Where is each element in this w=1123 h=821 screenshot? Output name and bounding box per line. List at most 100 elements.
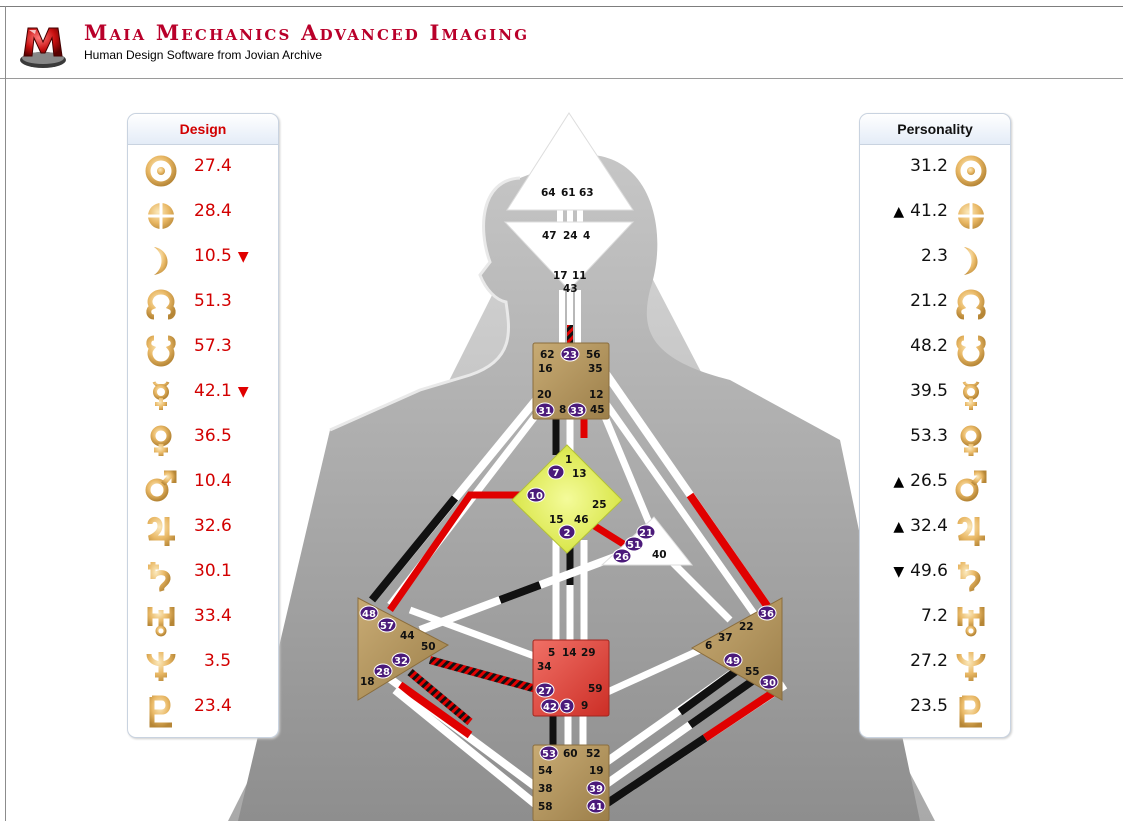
design-value: 36.5 [194,426,232,446]
saturn-icon [144,559,178,593]
active-gate-badge: 32 [391,652,411,668]
personality-row-mercury: 39.5 [860,374,1010,416]
gate-label: 6 [705,640,712,652]
active-gate-badge: 28 [373,663,393,679]
gate-label: 34 [537,661,552,673]
earth-icon [144,199,178,233]
design-value: 10.5 [194,246,232,266]
design-value: 27.4 [194,156,232,176]
svg-text:30: 30 [762,678,776,689]
mercury-icon [954,379,988,413]
gate-label: 50 [421,641,436,653]
sun-icon [954,154,988,188]
svg-text:2: 2 [564,528,571,539]
active-gate-badge: 48 [359,605,379,621]
gate-label: 20 [537,389,552,401]
design-panel-title: Design [128,114,278,145]
mars-icon [144,469,178,503]
active-gate-badge: 42 [540,698,560,714]
gate-label: 35 [588,363,603,375]
personality-row-pluto: 23.5 [860,689,1010,731]
personality-value: 32.4 [910,516,948,536]
gate-label: 18 [360,676,375,688]
design-row-sun: 27.4 [128,149,278,191]
bodygraph-chart: 64 61 63 47 24 4 17 11 43 62 56 16 35 20… [228,112,935,821]
app-subtitle: Human Design Software from Jovian Archiv… [84,48,323,62]
uranus-icon [954,604,988,638]
personality-row-earth: ▲41.2 [860,194,1010,236]
gate-label: 13 [572,468,587,480]
design-value: 32.6 [194,516,232,536]
svg-text:48: 48 [362,609,376,620]
active-gate-badge: 31 [535,402,555,418]
svg-text:28: 28 [376,667,390,678]
design-row-neptune: 3.5 [128,644,278,686]
design-value: 42.1 [194,381,232,401]
window-left-border [5,6,6,821]
g-center [511,444,623,554]
gate-label: 61 [561,187,576,199]
gate-label: 56 [586,349,601,361]
personality-row-jupiter: ▲32.4 [860,509,1010,551]
gate-label: 19 [589,765,604,777]
personality-value: 53.3 [910,426,948,446]
design-row-mars: 10.4 [128,464,278,506]
personality-value: 23.5 [910,696,948,716]
design-value: 3.5 [204,651,232,671]
app-logo [20,27,66,68]
moon-icon [144,244,178,278]
ajna-center [503,221,635,291]
design-row-pluto: 23.4 [128,689,278,731]
svg-text:33: 33 [570,406,584,417]
design-value: 51.3 [194,291,232,311]
south-node-icon [144,334,178,368]
personality-value: 39.5 [910,381,948,401]
gate-label: 5 [548,647,555,659]
personality-row-moon: 2.3 [860,239,1010,281]
gate-label: 24 [563,230,578,242]
active-gate-badge: 2 [558,524,576,540]
neptune-icon [954,649,988,683]
active-gate-badge: 3 [559,698,575,714]
design-arrow: ▼ [237,249,249,265]
design-value: 57.3 [194,336,232,356]
svg-text:32: 32 [394,656,408,667]
personality-row-saturn: ▼49.6 [860,554,1010,596]
personality-value: 7.2 [920,606,948,626]
personality-value: 48.2 [910,336,948,356]
design-panel: Design 27.4 28.4 10.5▼ 51.3 57.3 42.1▼ 3… [127,113,279,738]
design-row-venus: 36.5 [128,419,278,461]
personality-row-sun: 31.2 [860,149,1010,191]
active-gate-badges: 23 31 33 7 10 2 21 51 26 48 57 32 28 36 … [359,346,779,814]
active-gate-badge: 33 [567,402,587,418]
svg-text:3: 3 [564,702,571,713]
svg-text:42: 42 [543,702,557,713]
gate-label: 55 [745,666,760,678]
north-node-icon [954,289,988,323]
active-gate-badge: 27 [535,682,555,698]
svg-text:57: 57 [380,621,394,632]
active-gate-badge: 7 [547,464,565,480]
active-gate-badge: 21 [636,524,656,540]
design-row-saturn: 30.1 [128,554,278,596]
active-gate-badge: 30 [759,674,779,690]
gate-label: 29 [581,647,596,659]
north-node-icon [144,289,178,323]
design-arrow: ▼ [237,384,249,400]
gate-label: 12 [589,389,604,401]
pluto-icon [954,694,988,728]
active-gate-badge: 39 [586,780,606,796]
svg-text:31: 31 [538,406,552,417]
svg-text:36: 36 [760,609,774,620]
personality-panel-title: Personality [860,114,1010,145]
personality-arrow: ▼ [893,564,905,580]
venus-icon [954,424,988,458]
svg-text:41: 41 [589,802,603,813]
gate-label: 64 [541,187,556,199]
design-value: 10.4 [194,471,232,491]
design-row-jupiter: 32.6 [128,509,278,551]
svg-text:21: 21 [639,528,653,539]
gate-label: 25 [592,499,607,511]
throat-center [532,342,610,420]
moon-icon [954,244,988,278]
